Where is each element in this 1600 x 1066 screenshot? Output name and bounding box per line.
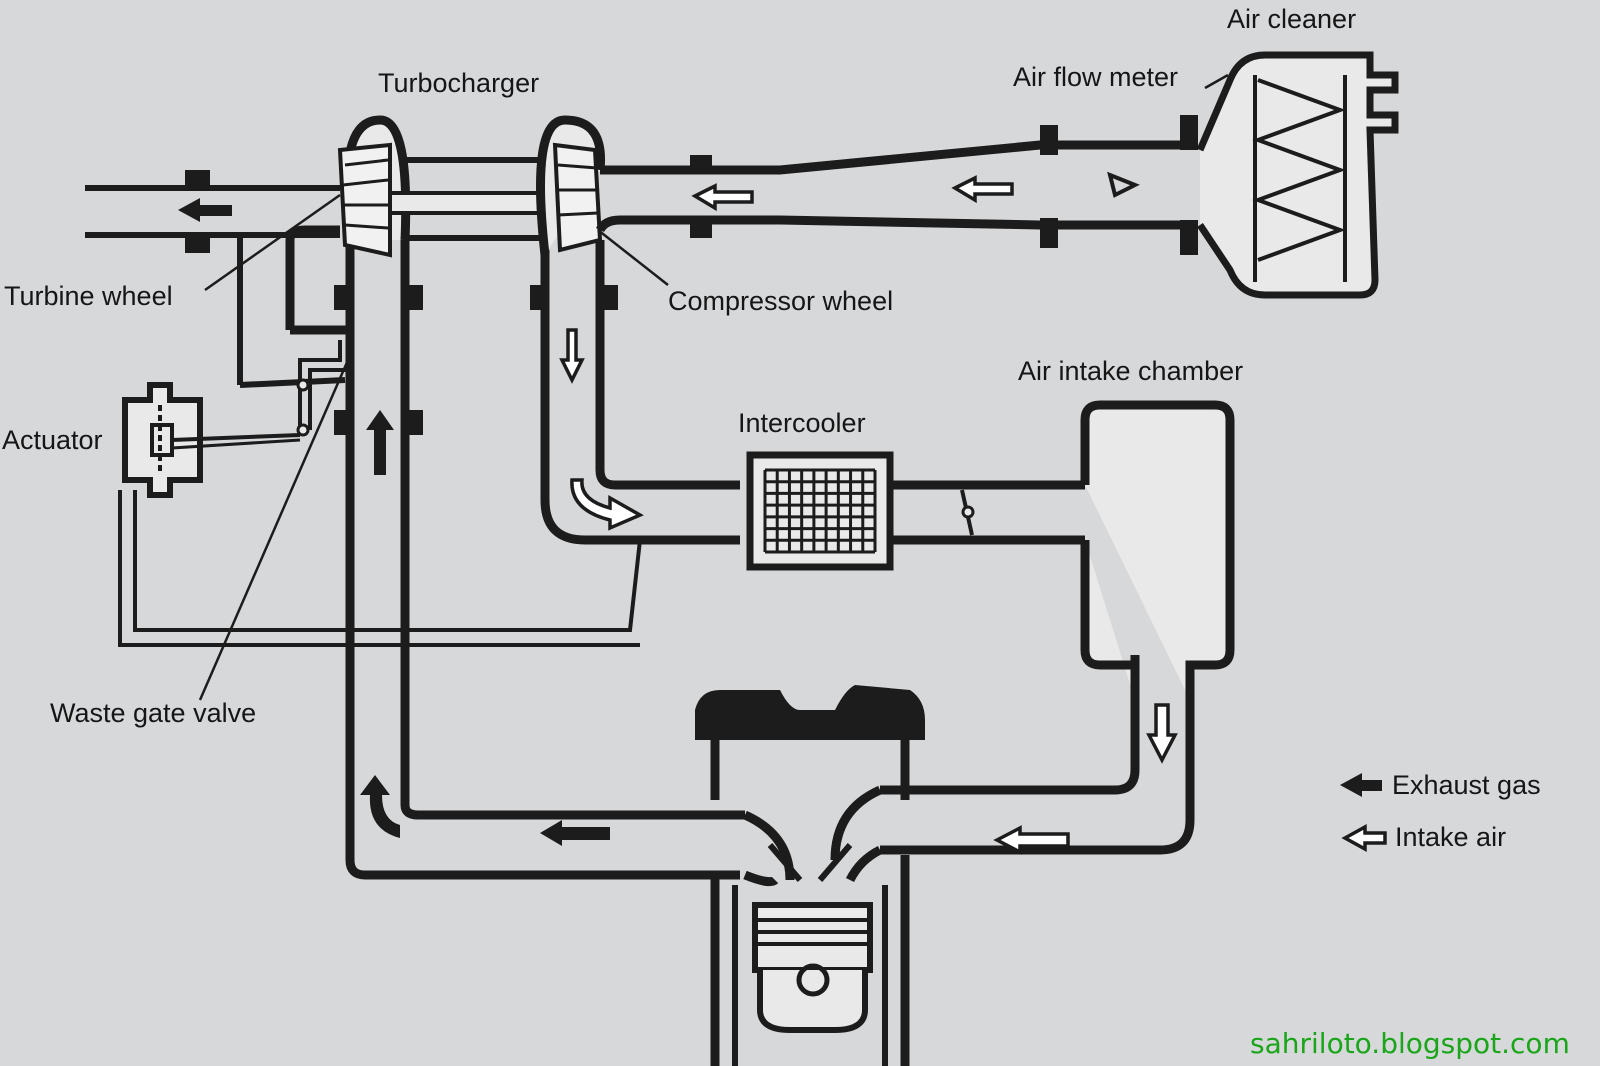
exhaust-arrow-bend (360, 775, 400, 838)
legend-intake-air: Intake air (1395, 822, 1507, 852)
engine (695, 685, 925, 1066)
label-turbocharger: Turbocharger (378, 68, 540, 98)
leader-lines (198, 73, 1229, 701)
legend-exhaust-gas: Exhaust gas (1392, 770, 1541, 800)
label-actuator: Actuator (2, 425, 103, 455)
legend-exhaust-arrow (1340, 773, 1382, 797)
compressor-outlet-pipe (540, 240, 740, 545)
intake-runner (880, 655, 1195, 855)
exhaust-arrows (178, 198, 610, 846)
legend-intake-arrow (1341, 824, 1387, 852)
air-cleaner-box (1196, 51, 1399, 299)
intake-pipe (595, 115, 1198, 255)
compressor-housing (536, 115, 606, 256)
intake-arrows (559, 175, 1178, 855)
exhaust-pipe (345, 230, 745, 880)
wastegate-passage (237, 225, 350, 437)
watermark-text: sahriloto.blogspot.com (1250, 1027, 1570, 1060)
label-air-cleaner: Air cleaner (1227, 4, 1357, 34)
turbine-housing (337, 115, 411, 258)
exhaust-arrow-manifold (540, 820, 610, 846)
turbo-shaft (388, 157, 552, 241)
label-compressor-wheel: Compressor wheel (668, 286, 894, 316)
exhaust-arrow-outlet (178, 198, 232, 222)
label-air-intake-chamber: Air intake chamber (1018, 356, 1244, 386)
label-turbine-wheel: Turbine wheel (4, 281, 173, 311)
label-intercooler: Intercooler (738, 408, 866, 438)
air-intake-chamber-box (1080, 400, 1235, 700)
intercooler-core (746, 451, 1085, 571)
exhaust-arrow-up (366, 410, 394, 475)
legend-symbols (1340, 773, 1387, 852)
label-waste-gate-valve: Waste gate valve (50, 698, 257, 728)
actuator-unit (118, 382, 642, 647)
label-air-flow-meter: Air flow meter (1013, 62, 1179, 92)
